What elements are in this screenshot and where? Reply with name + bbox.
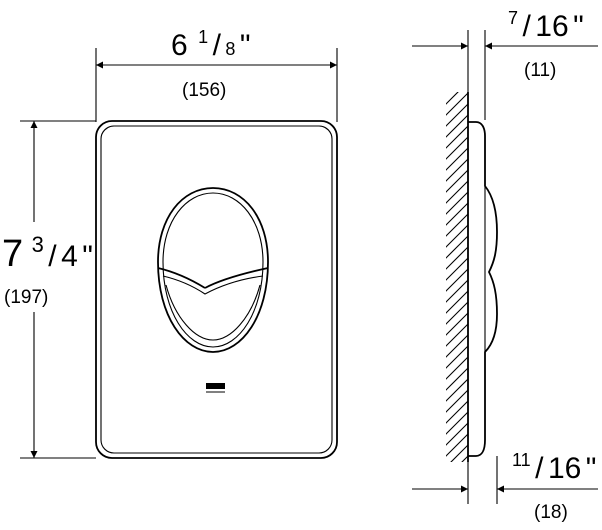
hatch-line xyxy=(446,180,468,204)
hatch-line xyxy=(446,169,468,193)
small-flush-left-edge xyxy=(157,267,206,289)
flush-button-outer xyxy=(157,187,269,353)
hatch-line xyxy=(446,422,468,446)
small-flush-lower-contour xyxy=(165,284,261,341)
depth-top-numerator: 7 xyxy=(508,8,518,28)
hatch-line xyxy=(446,158,468,182)
height-slash: / xyxy=(48,240,57,273)
depth-top-slash: / xyxy=(522,10,531,43)
hatch-line xyxy=(446,191,468,215)
hatch-line xyxy=(444,498,470,524)
brand-logo-bar xyxy=(206,383,225,389)
small-flush-right-edge xyxy=(204,267,269,289)
wall-hatching xyxy=(444,92,470,524)
width-slash: / xyxy=(213,29,222,62)
width-numerator: 1 xyxy=(198,27,208,47)
height-denominator: 4 xyxy=(61,240,78,273)
plate-inner-outline xyxy=(100,125,333,454)
plate-side-profile xyxy=(468,121,498,457)
hatch-line xyxy=(446,103,468,127)
width-denominator: 8 xyxy=(225,39,235,59)
depth-bottom-unit: " xyxy=(586,452,597,485)
depth-top-metric-label: (11) xyxy=(524,60,556,81)
hatch-line xyxy=(446,312,468,336)
depth-bottom-denominator: 16 xyxy=(548,452,581,485)
width-whole: 6 xyxy=(171,29,188,62)
depth-bottom-label: 11 / 16 " xyxy=(512,450,596,485)
hatch-line xyxy=(446,389,468,413)
hatch-line xyxy=(446,147,468,171)
depth-top-unit: " xyxy=(573,10,584,43)
hatch-line xyxy=(446,202,468,226)
hatch-line xyxy=(446,279,468,303)
side-view: 7 / 16 " (11) 11 / 16 " (18) xyxy=(412,8,598,524)
hatch-line xyxy=(446,257,468,281)
hatch-line xyxy=(446,92,459,105)
hatch-line xyxy=(446,323,468,347)
front-view: 6 1 / 8 " (156) 7 3 / 4 " (197) xyxy=(2,27,338,459)
hatch-line xyxy=(446,334,468,358)
height-metric-label: (197) xyxy=(4,287,48,308)
hatch-line xyxy=(446,356,468,380)
hatch-line xyxy=(446,290,468,314)
hatch-line xyxy=(461,455,468,462)
hatch-line xyxy=(446,345,468,369)
hatch-line xyxy=(446,235,468,259)
hatch-line xyxy=(446,378,468,402)
depth-top-label: 7 / 16 " xyxy=(508,8,584,43)
hatch-line xyxy=(446,433,468,457)
hatch-line xyxy=(446,400,468,424)
small-flush-inner-edge xyxy=(162,275,264,295)
flush-button xyxy=(157,187,269,353)
depth-bottom-numerator: 11 xyxy=(512,450,531,470)
hatch-line xyxy=(444,487,470,513)
hatch-line xyxy=(446,367,468,391)
hatch-line xyxy=(450,444,468,462)
width-dimension-label: 6 1 / 8 " xyxy=(171,27,251,62)
hatch-line xyxy=(446,268,468,292)
hatch-line xyxy=(446,411,468,435)
hatch-line xyxy=(446,136,468,160)
hatch-line xyxy=(446,301,468,325)
hatch-line xyxy=(446,92,468,116)
hatch-line xyxy=(446,114,468,138)
plate-outer-outline xyxy=(95,120,338,459)
depth-top-denominator: 16 xyxy=(535,10,568,43)
depth-bottom-slash: / xyxy=(535,452,544,485)
flush-button-inner xyxy=(162,192,264,348)
hatch-line xyxy=(446,224,468,248)
height-numerator: 3 xyxy=(32,232,44,257)
hatch-line xyxy=(446,125,468,149)
height-unit: " xyxy=(82,240,93,273)
height-whole: 7 xyxy=(2,233,23,275)
width-metric-label: (156) xyxy=(182,80,226,101)
hatch-line xyxy=(446,246,468,270)
width-unit: " xyxy=(240,29,251,62)
height-dimension-label: 7 3 / 4 " xyxy=(2,232,93,275)
depth-bottom-metric-label: (18) xyxy=(534,502,568,523)
brand-logo-icon xyxy=(206,383,225,393)
hatch-line xyxy=(446,213,468,237)
hatch-line xyxy=(444,465,470,491)
